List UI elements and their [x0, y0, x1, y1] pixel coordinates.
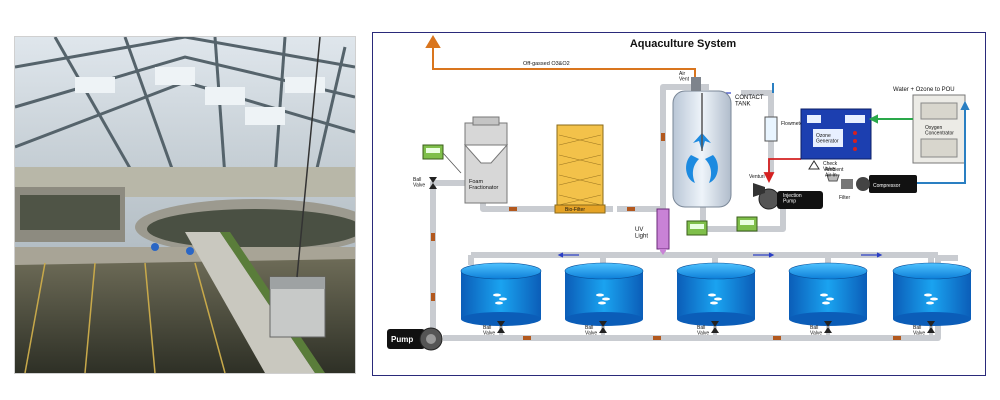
process-pipes	[461, 84, 786, 255]
fish-tanks	[460, 262, 972, 326]
flowmeter	[764, 116, 778, 142]
injection-pump	[758, 188, 823, 210]
water-ozone-label: Water + Ozone to POU	[893, 87, 955, 93]
diagram-title: Aquaculture System	[630, 38, 737, 50]
venturi-label: Venturi	[749, 174, 765, 180]
fish-tank	[564, 262, 644, 326]
fish-tank	[460, 262, 542, 326]
compressor-label: Compressor	[873, 183, 901, 189]
uv-light	[656, 208, 670, 255]
air-filter	[826, 174, 853, 189]
fish-tank	[892, 262, 972, 326]
injection-line	[763, 158, 801, 184]
offgas-label: Off-gassed O3&O2	[523, 61, 570, 67]
foam-fractionator	[463, 116, 509, 204]
fish-tank	[788, 262, 868, 326]
ball-valves	[429, 177, 935, 333]
oxygen-concentrator	[912, 94, 966, 164]
offgas-line	[425, 35, 696, 77]
check-valve	[808, 160, 820, 170]
flow-arrows	[557, 90, 883, 258]
bio-filter	[554, 124, 606, 214]
contact-tank	[672, 77, 732, 208]
fish-tank	[676, 262, 756, 326]
aquaculture-diagram: Aquaculture System Off-gassed O3&O2	[372, 32, 986, 376]
pump-label: Pump	[391, 335, 413, 344]
return-arrows	[431, 133, 901, 340]
oxygen-line	[868, 114, 913, 124]
compressor	[856, 175, 917, 193]
venturi	[753, 183, 765, 197]
filter-label: Filter	[839, 195, 850, 201]
dissolved-ozone-monitor	[686, 220, 708, 236]
main-pump	[387, 327, 443, 351]
greenhouse-photo	[14, 36, 356, 374]
orp-monitor	[422, 144, 444, 160]
greenhouse-photo-drawing	[15, 37, 355, 373]
flowmeter-label: Flowmeter	[781, 121, 805, 127]
ozone-monitor	[736, 216, 758, 232]
supply-line	[772, 83, 970, 184]
diagram-canvas: Aquaculture System Off-gassed O3&O2	[387, 35, 972, 351]
bio-filter-label: Bio-Filter	[565, 207, 585, 213]
ozone-generator	[800, 108, 872, 160]
